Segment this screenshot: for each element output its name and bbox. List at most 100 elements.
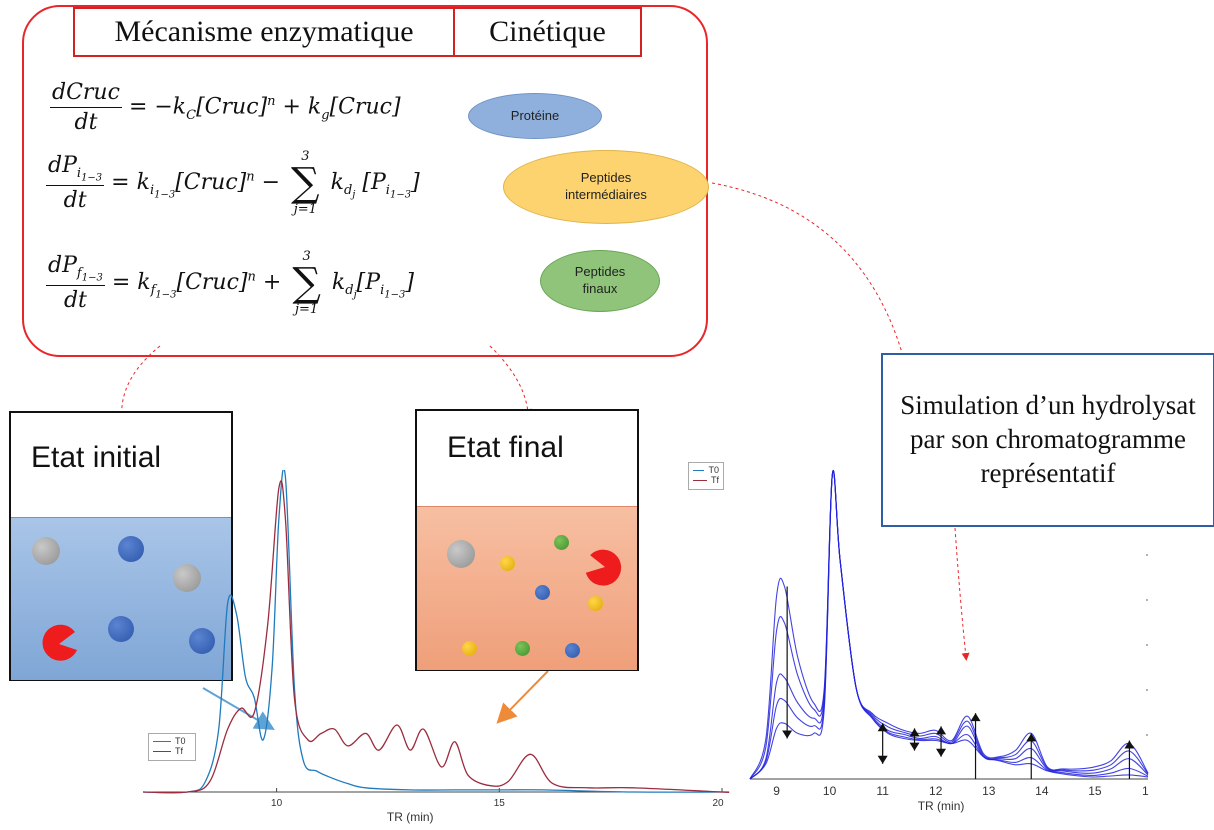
connector-initial [121,345,161,421]
grey-molecule [447,540,475,568]
eq2-num-sub-i: i [76,165,82,181]
eq3-rhs-b: kdj[Pi1−3] [331,270,414,301]
eq1-fraction: dCruc dt [50,80,122,135]
eq3-fraction: dPf1−3 dt [46,253,105,314]
chart-legend: T0 Tf [148,733,196,761]
eq3-sigma: ∑ [292,260,321,306]
equation-finals: dPf1−3 dt = kf1−3[Cruc]n + 3 ∑ j=1 kdj[P… [46,250,414,316]
eq1-rhs-c: + k [282,94,322,120]
legend-line-t0 [693,469,705,471]
blue-molecule [535,585,550,600]
simulation-curve [749,470,1149,780]
simulation-curve [749,469,1149,780]
legend-line-tf [693,479,707,481]
blue-molecule [565,643,580,658]
arrow-final-to-tf [496,670,549,724]
legend-item-tf: Tf [153,746,191,756]
final-state-box: Etat final [415,409,639,671]
x-axis-label: TR (min) [387,810,434,824]
chromatogram-chart: 10 15 20 TR (min) [142,470,730,824]
green-molecule [554,535,569,550]
ellipse-finals: Peptides finaux [540,250,660,312]
x-tick-label: 11 [876,784,889,798]
eq2-rhs-b: kdj [Pi1−3] [330,170,420,201]
equation-intermediates: dPi1−3 dt = ki1−3[Cruc]n − 3 ∑ j=1 kdj [… [46,150,420,216]
eq2-rhs-a: = ki1−3[Cruc]n − [111,169,281,201]
eq3-numerator: dPf1−3 [46,253,105,287]
x-tick-label: 15 [494,798,506,809]
final-state-title: Etat final [447,431,564,464]
final-solution [417,506,637,670]
eq1-rhs-d: [Cruc] [329,94,401,120]
ellipse-intermediates: Peptides intermédiaires [503,150,709,224]
eq1-denominator: dt [74,110,98,135]
ellipse-protein: Protéine [468,93,602,139]
x-axis-label: TR (min) [918,799,965,813]
eq2-sigma: ∑ [291,160,320,206]
eq3-denominator: dt [63,288,87,314]
arrow-head [936,726,947,735]
grey-molecule [173,564,201,592]
blue-molecule [108,616,134,642]
arrow-head [877,723,888,732]
legend-item-tf: Tf [693,475,719,485]
x-tick-label: 20 [712,798,724,809]
x-tick-label: 12 [929,784,943,798]
x-tick-label: 14 [1035,784,1049,798]
eq1-kg-sub: g [321,107,330,123]
arrow-head [1026,733,1037,742]
eq1-kc-sub: C [186,107,197,123]
arrow-initial-to-t0 [202,687,275,731]
legend-label-t0: T0 [175,736,186,746]
yellow-molecule [462,641,477,656]
arrow-head [936,748,947,757]
eq3-sum: 3 ∑ j=1 [292,250,321,316]
arrow-head [970,713,981,722]
chart-legend-top: T0 Tf [688,462,724,490]
legend-item-t0: T0 [693,465,719,475]
arrow-head [909,728,920,737]
enzyme-icon [42,624,77,661]
grey-molecule [32,537,60,565]
x-tick-label: 10 [823,784,837,798]
eq2-num-subsub: 1−3 [81,172,103,184]
series-line-tf [142,480,730,794]
eq2-num-sub: i1−3 [76,165,103,184]
eq3-num-text: dP [48,252,77,278]
eq1-rhs-a: = −k [128,94,187,120]
legend-line-tf [153,750,171,752]
tab-enzymatic-mechanism: Mécanisme enzymatique [75,9,455,55]
initial-state-title: Etat initial [31,441,162,474]
x-tick-label: 9 [773,784,780,798]
initial-state-box: Etat initial [9,411,233,681]
legend-item-t0: T0 [153,736,191,746]
series-line-t0 [142,470,730,794]
arrow-head [782,730,793,739]
eq2-sum-bottom: j=1 [293,202,317,217]
connector-simulation [711,182,904,357]
eq3-sum-top: 3 [302,249,311,264]
tab-kinetics: Cinétique [489,15,606,48]
eq1-rhs-b: [Cruc] [196,94,268,120]
x-tick-label: 15 [1088,784,1102,798]
header-tabs: Mécanisme enzymatique Cinétique [73,7,642,57]
blue-molecule [189,628,215,654]
eq2-fraction: dPi1−3 dt [46,153,105,213]
eq3-rhs-a: = kf1−3[Cruc]n + [111,269,282,301]
eq3-num-sub-f: f [76,265,82,281]
legend-label-tf: Tf [175,746,183,756]
eq2-sum-top: 3 [301,149,310,164]
eq3-num-subsub: 1−3 [81,272,103,284]
simulation-label-text: Simulation d’un hydrolysat par son chrom… [900,390,1196,488]
simulation-curve [749,470,1149,780]
blue-molecule [118,536,144,562]
yellow-molecule [500,556,515,571]
eq3-sum-bottom: j=1 [295,302,319,317]
connector-sim-chart [954,527,970,661]
yellow-molecule [588,596,603,611]
arrow-head [877,755,888,764]
x-tick-label: 1 [1142,784,1149,798]
x-tick-label: 10 [271,798,283,809]
eq2-numerator: dPi1−3 [46,153,105,187]
